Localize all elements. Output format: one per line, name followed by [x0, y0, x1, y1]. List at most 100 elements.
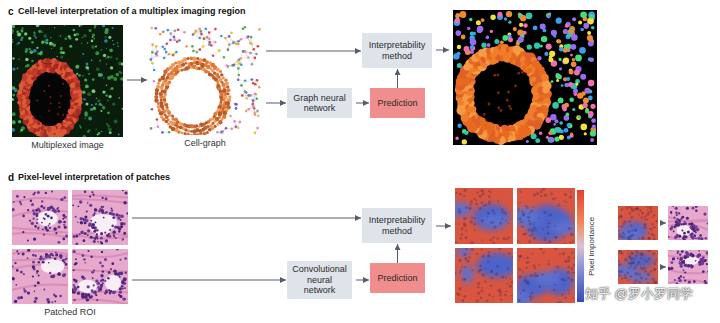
nucleus	[642, 254, 644, 256]
nucleus	[507, 267, 510, 270]
cell-marker	[54, 27, 55, 28]
nucleus	[482, 273, 485, 276]
nucleus	[464, 278, 466, 280]
cell-marker	[36, 25, 40, 27]
graph-node	[177, 28, 180, 31]
graph-node	[226, 64, 229, 67]
nucleus	[630, 275, 632, 277]
cell-importance	[556, 18, 562, 24]
cell-marker	[25, 48, 28, 51]
nucleus	[707, 223, 708, 225]
cell-marker	[100, 110, 102, 112]
graph-node	[237, 67, 240, 70]
cell-marker	[108, 128, 112, 132]
graph-node	[239, 121, 242, 124]
nucleus	[646, 206, 648, 208]
nucleus	[674, 279, 676, 281]
image-panel: Multiplexed image	[12, 25, 123, 150]
cell-marker	[117, 46, 119, 48]
cell-importance	[457, 45, 461, 49]
low-importance	[619, 229, 638, 240]
graph-node	[244, 80, 247, 83]
cell-marker	[62, 51, 65, 54]
image-ground	[148, 25, 262, 135]
graph-node	[254, 83, 257, 86]
gland-cell	[36, 100, 38, 102]
cell-marker	[85, 85, 89, 89]
nucleus	[527, 216, 530, 219]
nucleus	[512, 256, 514, 258]
cell-marker	[76, 33, 79, 36]
cell-importance	[535, 138, 540, 143]
nucleus	[505, 277, 507, 279]
graph-node	[256, 110, 259, 113]
cell-marker	[106, 63, 107, 64]
nucleus	[562, 252, 566, 256]
nucleus	[465, 206, 468, 209]
heatmap-patch	[517, 188, 575, 244]
nucleus	[687, 231, 690, 234]
nucleus	[644, 271, 646, 273]
nucleus	[650, 209, 653, 212]
cell-marker	[109, 131, 112, 134]
nucleus	[675, 207, 678, 210]
nucleus	[675, 212, 678, 215]
nucleus	[695, 210, 698, 213]
nucleus	[694, 235, 696, 237]
cell-importance	[584, 132, 587, 135]
nucleus	[653, 262, 656, 265]
nucleus	[695, 237, 697, 239]
cell-marker	[69, 37, 72, 40]
nucleus	[638, 214, 640, 216]
nucleus	[525, 205, 527, 207]
nucleus	[468, 256, 470, 258]
cell-importance	[567, 123, 572, 128]
cell-importance	[552, 102, 559, 109]
nucleus	[684, 239, 686, 240]
nucleus	[684, 280, 686, 282]
nucleus	[534, 272, 537, 275]
cell-marker	[61, 47, 63, 49]
nucleus	[653, 267, 657, 271]
graph-node	[185, 45, 188, 48]
cell-importance	[553, 123, 556, 126]
low-importance	[474, 204, 510, 230]
nucleus	[683, 277, 685, 279]
nucleus	[519, 191, 521, 193]
nucleus	[487, 216, 489, 218]
cell-importance	[556, 39, 560, 43]
cell-importance	[572, 58, 575, 61]
graph-node	[176, 41, 179, 44]
nucleus	[687, 264, 690, 267]
cell-marker	[78, 74, 81, 77]
nucleus	[518, 259, 520, 261]
nucleus	[704, 260, 706, 262]
cell-marker	[106, 85, 107, 86]
graph-node	[212, 54, 215, 57]
nucleus	[459, 259, 462, 262]
cell-importance	[497, 74, 500, 77]
nucleus	[542, 228, 544, 230]
graph-node	[199, 48, 202, 51]
nucleus	[655, 259, 657, 261]
nucleus	[470, 241, 474, 244]
nucleus	[695, 260, 697, 262]
low-importance	[455, 202, 510, 230]
nucleus	[621, 226, 624, 229]
cell-marker	[97, 134, 99, 136]
cell-importance	[462, 139, 467, 144]
nucleus	[479, 268, 482, 271]
nucleus	[628, 255, 631, 258]
nucleus	[533, 227, 536, 230]
nucleus	[533, 297, 535, 299]
graph-node	[240, 84, 243, 87]
nucleus	[561, 293, 564, 296]
nucleus	[487, 254, 490, 257]
cell-marker	[112, 40, 113, 41]
patch-ground	[668, 250, 708, 284]
nucleus	[618, 263, 621, 266]
cell-marker	[25, 58, 28, 61]
cell-importance	[469, 18, 472, 21]
nucleus	[517, 240, 519, 243]
nucleus	[522, 212, 525, 215]
